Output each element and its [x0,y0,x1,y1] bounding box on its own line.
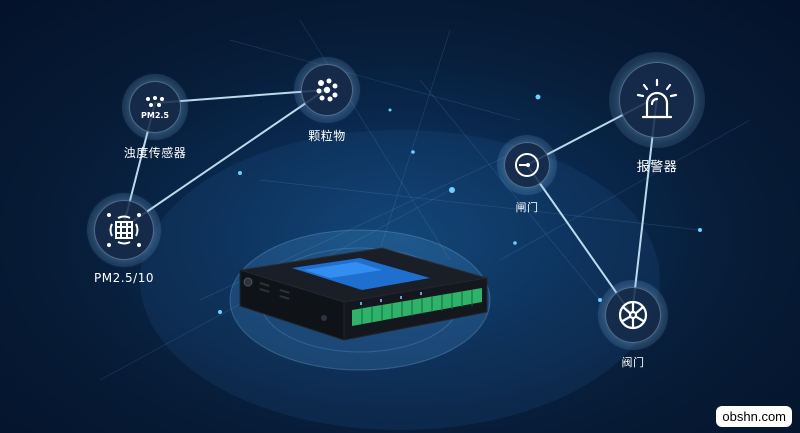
iot-gateway-device [239,247,488,341]
dust-cloud-icon: PM2.5 [129,81,181,133]
pm-sensor-icon [94,200,154,260]
valve-wheel-icon [605,287,661,343]
valve-label: 阀门 [621,356,645,369]
node-particulate: 颗粒物 [292,57,362,144]
gate-label: 闸门 [515,201,539,214]
pm25-icon-text: PM2.5 [141,110,169,120]
particulate-label: 颗粒物 [308,129,346,143]
particles-icon [301,64,353,116]
node-pm2510: PM2.5/10 [82,193,166,285]
node-pm25-sensor: PM2.5 浊度传感器 [120,74,190,161]
pm25-sensor-label: 浊度传感器 [123,146,187,160]
node-gate: 闸门 [497,135,557,215]
gauge-icon [504,142,550,188]
watermark: obshn.com [716,406,792,427]
alarm-label: 报警器 [636,160,678,175]
pm2510-label: PM2.5/10 [94,271,154,285]
alarm-beacon-icon [619,62,695,138]
node-valve: 阀门 [598,280,668,370]
node-alarm: 报警器 [607,52,707,175]
